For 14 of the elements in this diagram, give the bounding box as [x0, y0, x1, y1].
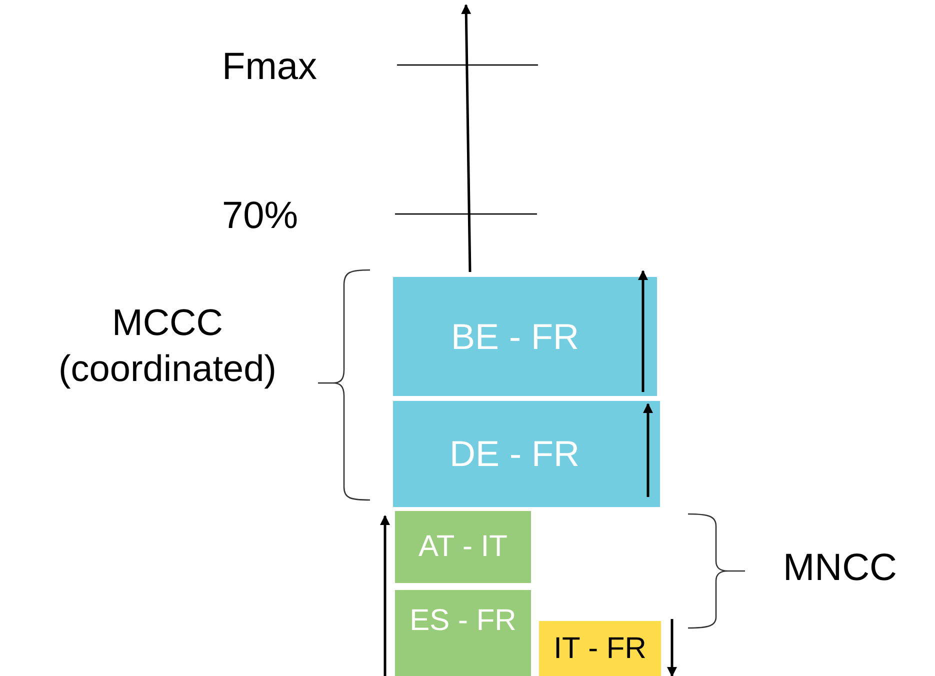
block-label: AT - IT	[418, 530, 508, 564]
flow-block	[539, 621, 661, 676]
block-label: IT - FR	[554, 632, 646, 666]
block-label: ES - FR	[410, 604, 516, 638]
flow-block	[393, 277, 657, 396]
block-label: BE - FR	[450, 316, 579, 358]
flow-block	[395, 590, 531, 676]
level-label: 70%	[222, 194, 300, 239]
flow-block	[395, 511, 531, 583]
group-label: MCCC (coordinated)	[57, 301, 278, 392]
flow-block	[393, 401, 660, 507]
group-label: MNCC	[782, 546, 898, 591]
level-label: Fmax	[222, 45, 318, 90]
block-label: DE - FR	[450, 433, 580, 475]
